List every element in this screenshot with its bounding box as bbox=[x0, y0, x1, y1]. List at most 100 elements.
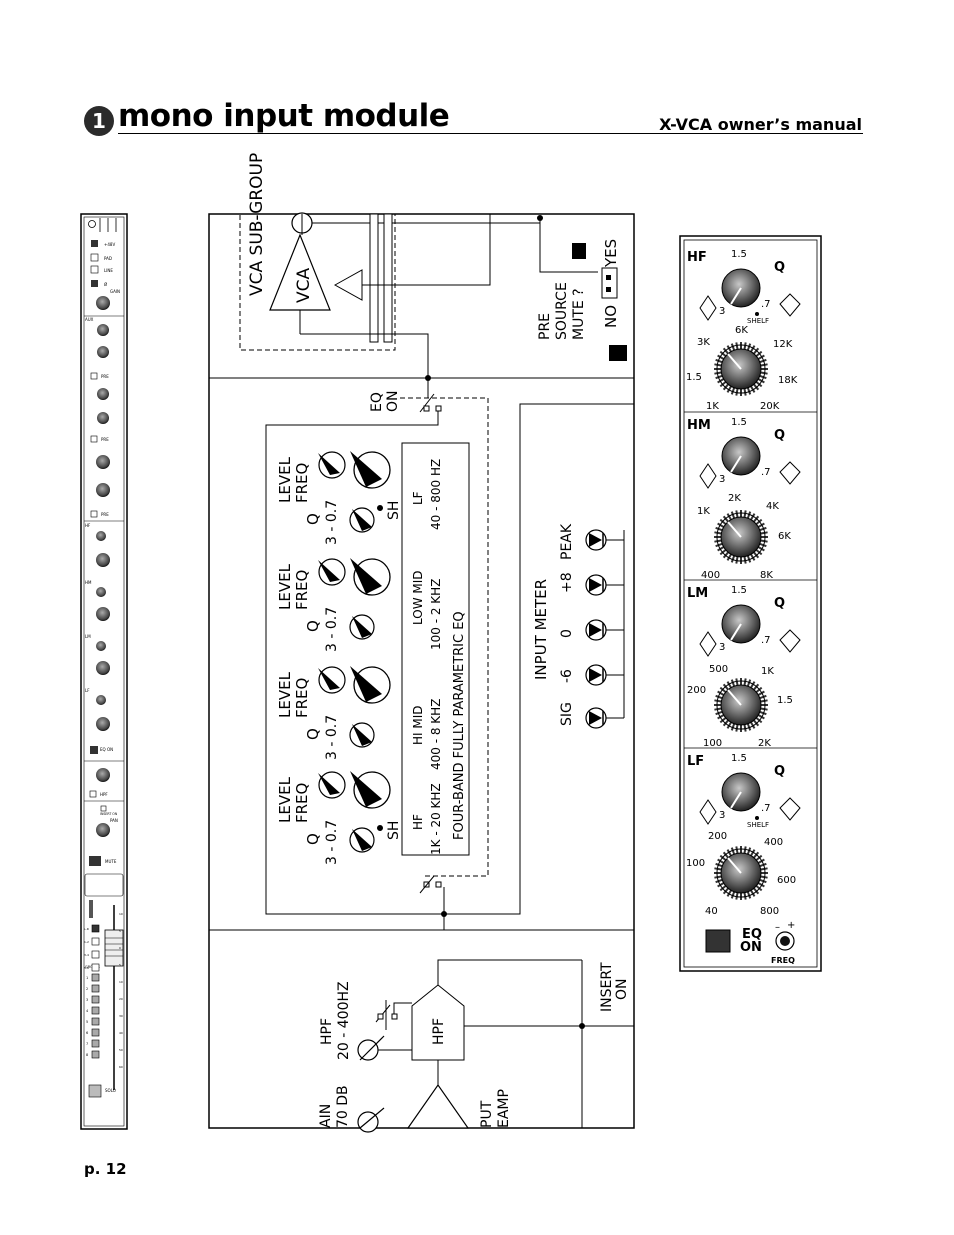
q-label: Q bbox=[774, 596, 785, 611]
mute-question-label: MUTE ? bbox=[571, 288, 587, 340]
eq-band-name: LF bbox=[687, 754, 704, 769]
strip-group-button[interactable] bbox=[91, 1017, 100, 1026]
freq-scale-label: 100 bbox=[686, 858, 705, 869]
gain-range-label: 70 DB bbox=[335, 1085, 351, 1128]
strip-group-button[interactable] bbox=[91, 1006, 100, 1015]
freq-scale-label: 18K bbox=[778, 375, 798, 386]
freq-scale-label: 400 bbox=[764, 837, 783, 848]
pre-label: PRE bbox=[537, 313, 553, 340]
input-label: PUT bbox=[479, 1100, 495, 1128]
freq-scale-label: 500 bbox=[709, 664, 728, 675]
freq-knob[interactable] bbox=[714, 846, 768, 900]
strip-route-label: 3-4 bbox=[84, 953, 89, 957]
freq-scale-label: 20K bbox=[760, 401, 780, 412]
strip-pad: PAD bbox=[104, 256, 112, 261]
strip-group-number: 6 bbox=[86, 1031, 88, 1035]
gain-label: AIN bbox=[318, 1104, 334, 1128]
freq-label: FREQ bbox=[293, 783, 311, 823]
strip-scale-tick: 50 bbox=[119, 1048, 123, 1052]
meter-led-label: +8 bbox=[559, 572, 575, 593]
freq-scale-label: 2K bbox=[728, 493, 741, 504]
meter-led-label: -6 bbox=[559, 669, 575, 683]
page-number: p. 12 bbox=[84, 1160, 127, 1178]
q-top-label: 1.5 bbox=[731, 585, 747, 596]
q-label: Q bbox=[304, 513, 322, 525]
eq-band-name: LF bbox=[411, 491, 425, 505]
hpf-label: HPF bbox=[319, 1018, 335, 1045]
strip-group-button[interactable] bbox=[91, 1028, 100, 1037]
level-label: LEVEL bbox=[276, 563, 294, 610]
strip-group-button[interactable] bbox=[91, 973, 100, 982]
q-label: Q bbox=[774, 428, 785, 443]
strip-group-button[interactable] bbox=[91, 995, 100, 1004]
freq-scale-label: 200 bbox=[687, 685, 706, 696]
freq-scale-label: 1K bbox=[697, 506, 710, 517]
q-label: Q bbox=[774, 260, 785, 275]
vca-subgroup-label: VCA SUB-GROUP bbox=[247, 153, 267, 296]
strip-route-button[interactable] bbox=[91, 924, 100, 933]
freq-scale-label: 1.5 bbox=[777, 695, 793, 706]
q-top-label: 1.5 bbox=[731, 249, 747, 260]
eq-on-label-2: ON bbox=[385, 391, 401, 413]
strip-group-number: 1 bbox=[86, 976, 88, 980]
freq-scale-label: 1K bbox=[706, 401, 719, 412]
strip-scale-tick: 10 bbox=[119, 980, 123, 984]
title-rule bbox=[118, 133, 863, 134]
strip-pan: PAN bbox=[110, 818, 118, 823]
preamp-label: EAMP bbox=[496, 1089, 512, 1128]
strip-eq-lf: LF bbox=[85, 688, 90, 693]
level-knob bbox=[318, 558, 346, 586]
strip-gain-label: GAIN bbox=[110, 289, 120, 294]
strip-scale-tick: 30 bbox=[119, 1014, 123, 1018]
minus-sign: – bbox=[775, 922, 780, 933]
strip-aux-label: AUX bbox=[85, 317, 94, 322]
q-top-label: 1.5 bbox=[731, 417, 747, 428]
strip-group-button[interactable] bbox=[91, 1050, 100, 1059]
strip-group-button[interactable] bbox=[91, 1039, 100, 1048]
eq-on-label-1: EQ bbox=[369, 392, 385, 412]
strip-group-button[interactable] bbox=[91, 984, 100, 993]
strip-eq-hm: HM bbox=[85, 580, 92, 585]
strip-mute: MUTE bbox=[105, 859, 117, 864]
q-low-label: 3 bbox=[719, 306, 725, 317]
strip-scale-tick: 5 bbox=[119, 929, 121, 933]
eq-on-text-1: EQ bbox=[742, 927, 762, 942]
yes-label: YES bbox=[602, 239, 620, 268]
strip-route-label: 5-6 bbox=[84, 966, 89, 970]
eq-band-name: HI MID bbox=[411, 705, 425, 745]
freq-scale-label: 40 bbox=[705, 906, 718, 917]
strip-route-button[interactable] bbox=[91, 950, 100, 959]
freq-scale-label: 4K bbox=[766, 501, 779, 512]
strip-group-number: 2 bbox=[86, 987, 88, 991]
q-range-label: 3 - 0.7 bbox=[324, 500, 340, 545]
level-label: LEVEL bbox=[276, 776, 294, 823]
freq-label: FREQ bbox=[293, 678, 311, 718]
strip-eq-lm: LM bbox=[85, 634, 91, 639]
strip-route-button[interactable] bbox=[91, 963, 100, 972]
q-label: Q bbox=[304, 728, 322, 740]
q-label: Q bbox=[304, 833, 322, 845]
freq-knob[interactable] bbox=[714, 342, 768, 396]
strip-scale-tick: 0 bbox=[119, 946, 121, 950]
q-range-label: 3 - 0.7 bbox=[324, 607, 340, 652]
strip-eq-on: EQ ON bbox=[100, 747, 113, 752]
q-label: Q bbox=[304, 620, 322, 632]
q-high-label: .7 bbox=[761, 635, 771, 646]
strip-phase: Ø bbox=[104, 282, 107, 287]
freq-scale-label: 600 bbox=[777, 875, 796, 886]
q-high-label: .7 bbox=[761, 803, 771, 814]
freq-knob[interactable] bbox=[714, 678, 768, 732]
strip-route-button[interactable] bbox=[91, 937, 100, 946]
freq-scale-label: 1K bbox=[761, 666, 774, 677]
meter-led-label: 0 bbox=[559, 629, 575, 638]
plus-sign: + bbox=[787, 920, 795, 931]
q-range-label: 3 - 0.7 bbox=[324, 715, 340, 760]
freq-scale-label: 12K bbox=[773, 339, 793, 350]
strip-insert-on: INSERT ON bbox=[100, 812, 118, 816]
strip-scale-tick: 60 bbox=[119, 1065, 123, 1069]
eq-band-name: LOW MID bbox=[411, 570, 425, 625]
freq-knob[interactable] bbox=[714, 510, 768, 564]
freq-scale-label: 800 bbox=[760, 906, 779, 917]
